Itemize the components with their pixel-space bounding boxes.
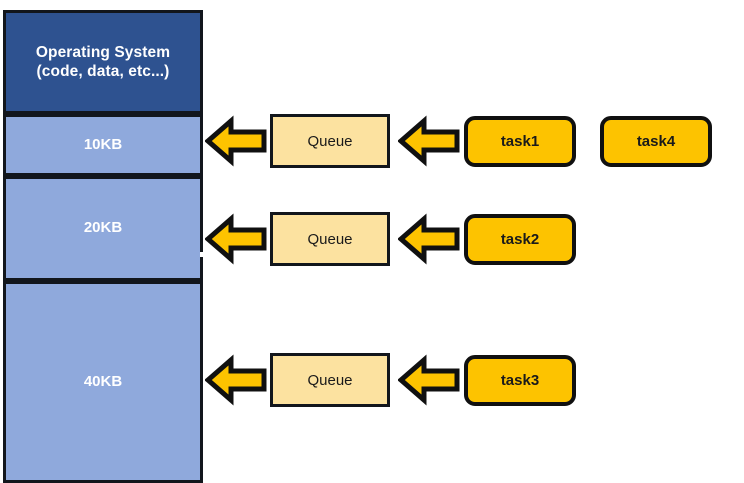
queue-label: Queue [307,230,353,248]
memory-column: Operating System (code, data, etc...) 10… [3,10,203,483]
task-label: task1 [500,133,540,150]
task-box-task3[interactable]: task3 [464,355,576,406]
task-box-task4[interactable]: task4 [600,116,712,167]
queue-label: Queue [307,371,353,389]
memory-block-operating-system: Operating System (code, data, etc...) [3,10,203,114]
memory-block-10kb: 10KB [3,114,203,176]
memory-block-os-label: Operating System (code, data, etc...) [36,43,170,82]
memory-block-40kb-label: 40KB [83,372,123,390]
queue-box-20kb[interactable]: Queue [270,212,390,266]
task-box-task1[interactable]: task1 [464,116,576,167]
left-arrow-icon-task2-to-queue [398,212,460,266]
task-label: task3 [500,372,540,389]
left-arrow-icon-task1-to-queue [398,114,460,168]
task-label: task2 [500,231,540,248]
left-arrow-icon-queue-to-40kb [205,353,267,407]
os-label-line2: (code, data, etc...) [36,63,170,80]
left-arrow-icon-task3-to-queue [398,353,460,407]
memory-block-20kb: 20KB [3,176,203,281]
left-arrow-icon-queue-to-10kb [205,114,267,168]
memory-block-10kb-label: 10KB [83,135,123,153]
memory-block-40kb: 40KB [3,281,203,483]
task-label: task4 [636,133,676,150]
queue-box-10kb[interactable]: Queue [270,114,390,168]
task-box-task2[interactable]: task2 [464,214,576,265]
left-arrow-icon-queue-to-20kb [205,212,267,266]
memory-block-20kb-label: 20KB [83,219,123,237]
queue-label: Queue [307,132,353,150]
queue-box-40kb[interactable]: Queue [270,353,390,407]
border-notch [200,252,207,257]
os-label-line1: Operating System [35,43,171,61]
